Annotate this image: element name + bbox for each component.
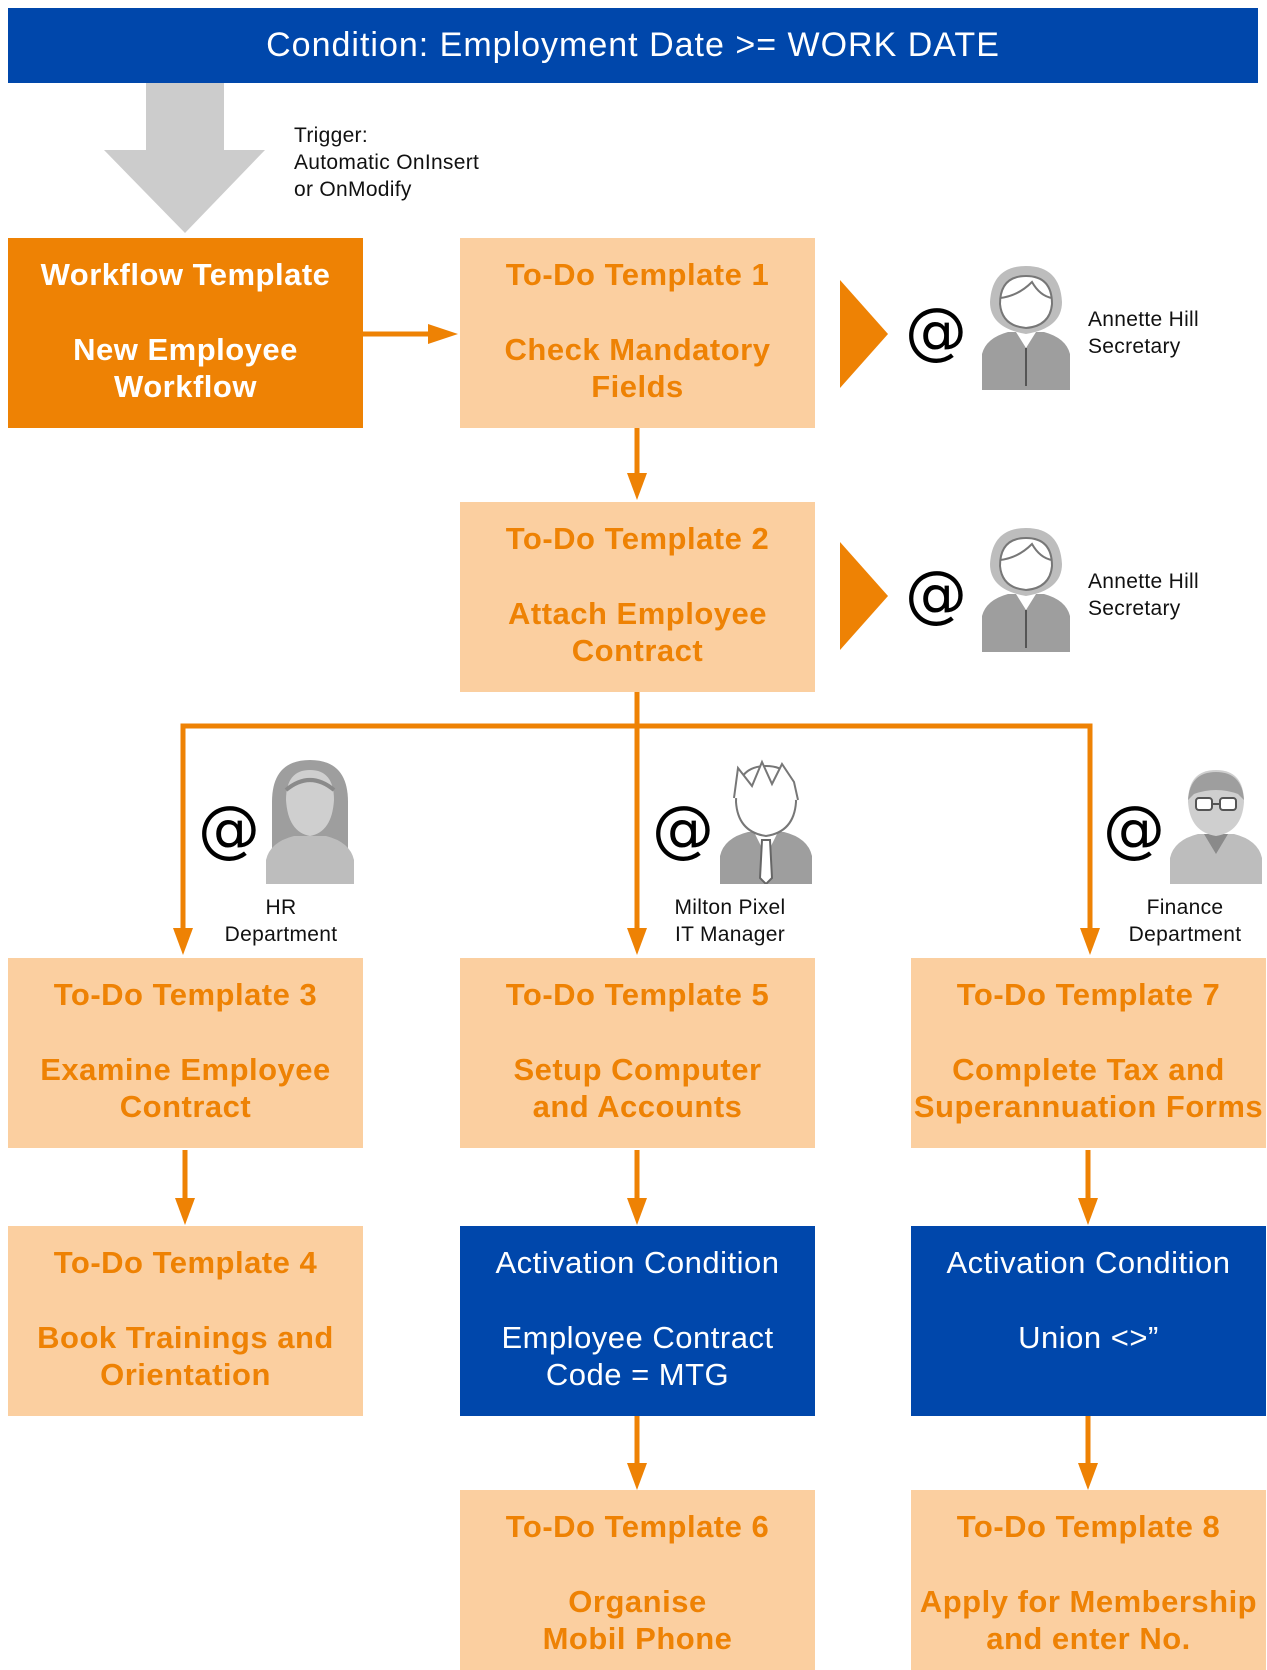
- email-at-icon: @: [1103, 792, 1165, 865]
- branch-arrowheads: [173, 928, 1100, 955]
- email-at-icon: @: [905, 557, 967, 630]
- box-name: Attach Employee Contract: [507, 596, 767, 668]
- box-name: Organise Mobil Phone: [542, 1584, 733, 1656]
- box-title: To-Do Template 2: [505, 521, 770, 556]
- box-name: Book Trainings and Orientation: [37, 1320, 334, 1392]
- todo-template-7-box[interactable]: To-Do Template 7 Complete Tax and Supera…: [911, 958, 1266, 1148]
- assignee-hr: HR Department: [224, 896, 338, 946]
- box-title: To-Do Template 4: [53, 1245, 318, 1280]
- arrow-todo5-to-activation1: [627, 1150, 647, 1225]
- box-title: Activation Condition: [946, 1245, 1231, 1280]
- hr-person-icon: [266, 760, 354, 884]
- arrow-activation1-to-todo6: [627, 1415, 647, 1490]
- activation-condition-2-box[interactable]: Activation Condition Union <>”: [911, 1226, 1266, 1416]
- todo-template-5-box[interactable]: To-Do Template 5 Setup Computer and Acco…: [460, 958, 815, 1148]
- secretary-person-icon: [982, 266, 1070, 390]
- arrow-workflow-to-todo1: [362, 324, 458, 344]
- todo-template-2-box[interactable]: To-Do Template 2 Attach Employee Contrac…: [460, 502, 815, 692]
- notify-triangle-icon: [840, 542, 888, 650]
- box-title: To-Do Template 1: [505, 257, 770, 292]
- box-title: To-Do Template 8: [956, 1509, 1221, 1544]
- box-title: To-Do Template 6: [505, 1509, 770, 1544]
- todo-template-4-box[interactable]: To-Do Template 4 Book Trainings and Orie…: [8, 1226, 363, 1416]
- box-title: To-Do Template 5: [505, 977, 770, 1012]
- arrow-todo3-to-todo4: [175, 1150, 195, 1225]
- box-name: Complete Tax and Superannuation Forms: [913, 1052, 1264, 1124]
- todo-template-8-box[interactable]: To-Do Template 8 Apply for Membership an…: [911, 1490, 1266, 1670]
- box-name: Employee Contract Code = MTG: [501, 1320, 774, 1392]
- finance-person-icon: [1170, 770, 1262, 884]
- box-name: New Employee Workflow: [73, 332, 298, 404]
- arrow-todo1-to-todo2: [627, 428, 647, 500]
- todo-template-3-box[interactable]: To-Do Template 3 Examine Employee Contra…: [8, 958, 363, 1148]
- assignee-finance: Finance Department: [1128, 896, 1242, 946]
- email-at-icon: @: [905, 294, 967, 367]
- box-name: Setup Computer and Accounts: [513, 1052, 762, 1124]
- email-at-icon: @: [652, 792, 714, 865]
- box-title: To-Do Template 3: [53, 977, 318, 1012]
- box-title: To-Do Template 7: [956, 977, 1221, 1012]
- box-name: Check Mandatory Fields: [504, 332, 771, 404]
- email-at-icon: @: [198, 792, 260, 865]
- trigger-arrow: [104, 83, 265, 233]
- box-title: Activation Condition: [495, 1245, 780, 1280]
- trigger-label: Trigger: Automatic OnInsert or OnModify: [294, 124, 480, 201]
- assignee-secretary-2: Annette Hill Secretary: [1088, 570, 1199, 620]
- activation-condition-1-box[interactable]: Activation Condition Employee Contract C…: [460, 1226, 815, 1416]
- box-name: Union <>”: [1018, 1320, 1159, 1355]
- box-title: Workflow Template: [40, 257, 331, 292]
- notify-triangle-icon: [840, 280, 888, 388]
- assignee-it: Milton Pixel IT Manager: [674, 896, 786, 946]
- it-manager-person-icon: [720, 759, 812, 884]
- assignee-secretary-1: Annette Hill Secretary: [1088, 308, 1199, 358]
- box-name: Examine Employee Contract: [40, 1052, 331, 1124]
- arrow-todo7-to-activation2: [1078, 1150, 1098, 1225]
- todo-template-6-box[interactable]: To-Do Template 6 Organise Mobil Phone: [460, 1490, 815, 1670]
- arrow-activation2-to-todo8: [1078, 1415, 1098, 1490]
- workflow-template-box[interactable]: Workflow Template New Employee Workflow: [8, 238, 363, 428]
- box-name: Apply for Membership and enter No.: [919, 1584, 1258, 1656]
- secretary-person-icon: [982, 528, 1070, 652]
- condition-banner: Condition: Employment Date >= WORK DATE: [8, 8, 1258, 83]
- branch-todo2: [180, 692, 1093, 933]
- todo-template-1-box[interactable]: To-Do Template 1 Check Mandatory Fields: [460, 238, 815, 428]
